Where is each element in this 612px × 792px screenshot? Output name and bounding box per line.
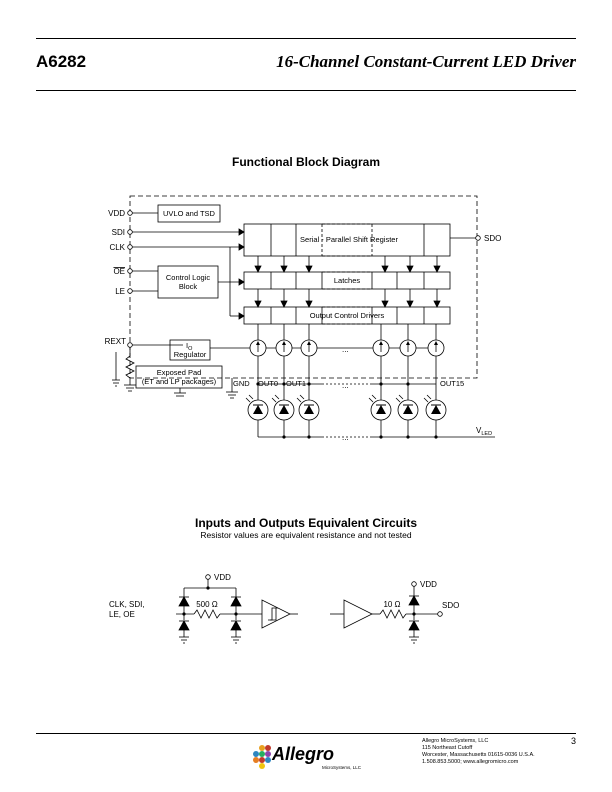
ellipsis-drivers: ... — [342, 345, 349, 354]
label-vled: VLED — [476, 426, 492, 437]
part-number: A6282 — [36, 52, 87, 71]
regulator-label: Regulator — [174, 350, 207, 359]
io-circuits-subtitle: Resistor values are equivalent resistanc… — [200, 530, 412, 540]
io-equivalent-circuits: VDD CLK, SDI, LE, OE 500 Ω VDD 10 Ω SDO — [109, 573, 459, 644]
functional-block-diagram: VDD SDI CLK OE LE REXT SDO UVLO and TSD … — [105, 195, 501, 442]
company-name: Allegro MicroSystems, LLC — [422, 738, 489, 744]
label-sdo: SDO — [484, 234, 501, 243]
output-sdo-node — [437, 611, 443, 617]
uvlo-block — [157, 204, 221, 223]
input-pins-label-2: LE, OE — [109, 610, 135, 619]
schmitt-trigger-buffer — [261, 599, 291, 629]
label-clk: CLK — [109, 243, 125, 252]
rext-resistor — [125, 355, 135, 379]
label-sdi: SDI — [112, 228, 125, 237]
input-resistor — [193, 609, 221, 619]
company-address-1: 115 Northeast Cutoff — [422, 745, 473, 751]
ellipsis-leds: ... — [342, 433, 349, 442]
label-out0: OUT0 — [258, 379, 278, 388]
regulator-label-i: IO — [186, 341, 193, 352]
latches-label: Latches — [334, 276, 361, 285]
company-contact: 1.508.853.5000; www.allegromicro.com — [422, 759, 519, 765]
output-resistor — [379, 609, 407, 619]
exposed-pad-label-1: Exposed Pad — [157, 368, 202, 377]
shift-to-latch-arrows — [254, 256, 441, 273]
logo-wordmark: Allegro — [271, 744, 334, 764]
company-address-2: Worcester, Massachusetts 01615-0036 U.S.… — [422, 752, 535, 758]
label-out15: OUT15 — [440, 379, 464, 388]
company-address: Allegro MicroSystems, LLC 115 Northeast … — [422, 738, 535, 766]
footer-rule — [36, 733, 576, 734]
output-vdd-label: VDD — [420, 580, 437, 589]
page-number: 3 — [570, 736, 576, 746]
control-logic-label-1: Control Logic — [166, 273, 210, 282]
label-vdd: VDD — [108, 209, 125, 218]
control-logic-label-2: Block — [179, 282, 198, 291]
exposed-pad-block — [135, 365, 223, 389]
ellipsis-outputs: ... — [342, 381, 349, 390]
uvlo-label: UVLO and TSD — [163, 209, 216, 218]
input-resistor-label: 500 Ω — [196, 600, 218, 609]
exposed-pad-label-2: (ET and LP packages) — [142, 377, 217, 386]
output-buffer — [343, 599, 373, 629]
logo-subtext: MicroSystems, LLC — [322, 765, 362, 770]
input-pins-label-1: CLK, SDI, — [109, 600, 145, 609]
output-resistor-label: 10 Ω — [383, 600, 400, 609]
label-gnd: GND — [233, 379, 250, 388]
label-rext: REXT — [105, 337, 126, 346]
document-title: 16-Channel Constant-Current LED Driver — [276, 52, 576, 71]
output-sdo-label: SDO — [442, 601, 459, 610]
io-circuits-title: Inputs and Outputs Equivalent Circuits — [194, 516, 417, 530]
label-out1: OUT1 — [286, 379, 306, 388]
latch-to-driver-arrows — [254, 289, 441, 308]
output-drivers-label: Output Control Drivers — [310, 311, 385, 320]
label-le: LE — [115, 287, 125, 296]
block-diagram-title: Functional Block Diagram — [231, 155, 381, 169]
label-oe: OE — [113, 267, 125, 276]
shift-register-label: Serial - Parallel Shift Register — [300, 235, 398, 244]
header-bottom-rule — [36, 90, 576, 91]
input-vdd-label: VDD — [214, 573, 231, 582]
current-sinks — [246, 324, 445, 378]
io-regulator-block — [169, 339, 211, 361]
header-top-rule — [36, 38, 576, 39]
